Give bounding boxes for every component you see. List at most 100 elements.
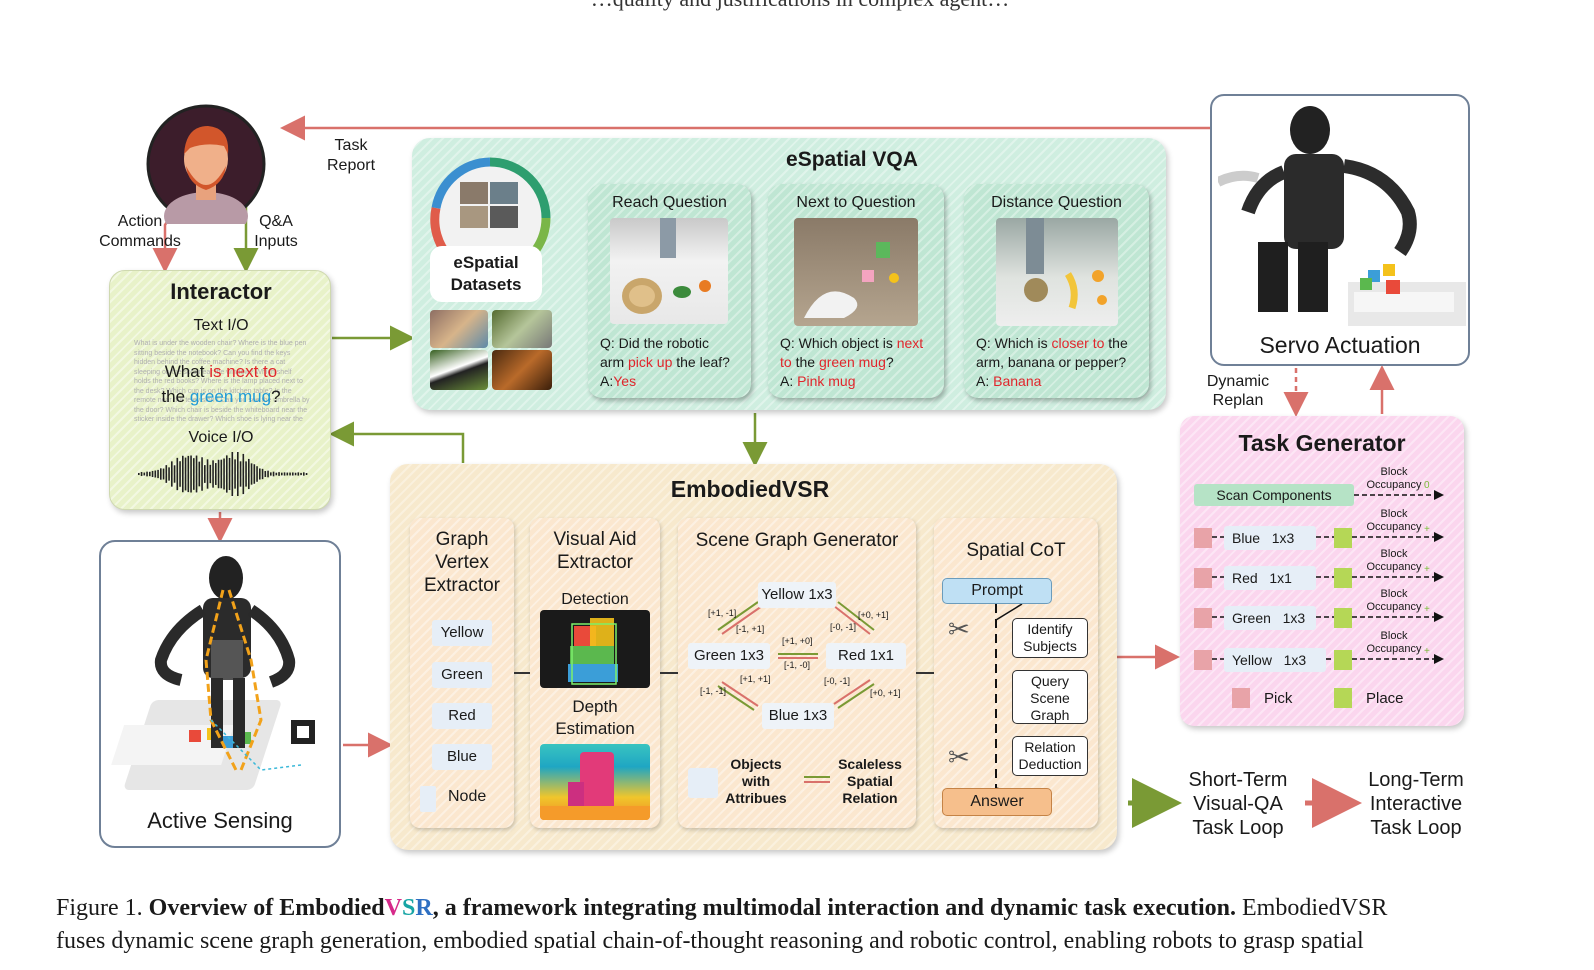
occupancy-mark-1: + <box>1424 524 1430 535</box>
node-legend-label: Node <box>448 788 487 805</box>
next-q2c: green mug <box>818 354 886 370</box>
next-q2a: to <box>780 354 792 370</box>
pick-swatch-0 <box>1194 528 1212 548</box>
long-term-loop-label: Long-Term Interactive Task Loop <box>1368 769 1464 839</box>
espatial-datasets-label: eSpatial Datasets <box>430 246 542 302</box>
prompt-box: Prompt <box>942 578 1052 604</box>
action-commands-label: Action Commands <box>99 213 181 250</box>
sg-edge-label-2: [-1, +1] <box>736 624 765 634</box>
next-q2d: ? <box>885 354 894 370</box>
occupancy-label-2: Block Occupancy <box>1366 548 1422 573</box>
text-io-label: Text I/O <box>193 317 249 334</box>
relation-legend-icon <box>804 776 830 783</box>
q-the: the <box>161 387 186 406</box>
q-mark: ? <box>271 387 281 406</box>
reach-q1: Q: Did the robotic <box>600 335 709 351</box>
task-generator-panel: Task Generator Scan Components Block Occ… <box>1180 416 1464 726</box>
reach-a-label: A: <box>600 373 614 389</box>
distance-q1b: closer to <box>1051 335 1105 351</box>
q-what: What <box>164 362 205 381</box>
distance-q2: arm, banana or pepper? <box>976 354 1127 370</box>
connector-1 <box>514 672 530 674</box>
task-row-0: Blue 1x3 <box>1224 526 1316 550</box>
servo-robot-image <box>1218 106 1466 326</box>
detection-label: Detection <box>561 591 629 608</box>
sg-edge-label-10: [+0, +1] <box>870 688 901 698</box>
caption-bold1: Overview of Embodied <box>148 895 385 921</box>
occupancy-mark-3: + <box>1424 604 1430 615</box>
task-generator-title: Task Generator <box>1238 430 1406 456</box>
scene-graph-title: Scene Graph Generator <box>695 530 899 551</box>
active-sensing-panel: Active Sensing <box>99 540 341 848</box>
reach-a-value: Yes <box>613 373 637 389</box>
sg-edge-label-8: [+1, +1] <box>740 674 771 684</box>
vertex-red: Red <box>432 703 492 729</box>
task-generator-lines <box>1212 490 1444 664</box>
place-legend-label: Place <box>1366 690 1404 707</box>
servo-actuation-label: Servo Actuation <box>1259 332 1421 358</box>
sg-edge-label-5: [+1, +0] <box>782 636 813 646</box>
depth-image <box>540 744 650 820</box>
scissors-icon: ✂ <box>948 614 970 644</box>
graph-vertex-extractor: Graph Vertex Extractor Yellow Green Red … <box>410 518 514 828</box>
scene-graph-generator: Scene Graph Generator Yellow 1x3 Green 1… <box>678 518 916 828</box>
embodiedvsr-title: EmbodiedVSR <box>670 476 830 502</box>
task-row-2: Green 1x3 <box>1224 606 1316 630</box>
visual-aid-title: Visual Aid Extractor <box>553 529 637 573</box>
figure-caption: Figure 1. Overview of EmbodiedVSR, a fra… <box>56 892 1536 958</box>
espatial-title: eSpatial VQA <box>786 148 918 171</box>
occupancy-label-0: Block Occupancy <box>1366 466 1422 491</box>
place-swatch-0 <box>1334 528 1352 548</box>
sg-node-yellow: Yellow 1x3 <box>758 582 836 608</box>
caption-r: R <box>415 895 433 921</box>
next-a-label: A: <box>780 373 798 389</box>
reach-q2c: the leaf? <box>672 354 730 370</box>
pick-swatch-3 <box>1194 650 1212 670</box>
scene-graph-edges <box>717 601 875 711</box>
caption-fig: Figure 1. <box>56 895 149 921</box>
embodiedvsr-panel: EmbodiedVSR Graph Vertex Extractor Yello… <box>390 464 1117 850</box>
objects-legend-label: Objects with Attribues <box>725 756 787 806</box>
sg-edge-label-7: [-1, -1] <box>700 686 727 696</box>
occupancy-label-3: Block Occupancy <box>1366 588 1422 613</box>
voice-io-label: Voice I/O <box>188 429 254 446</box>
connector-3 <box>916 672 934 674</box>
detection-image <box>540 610 650 688</box>
relation-legend-label: Scaleless Spatial Relation <box>838 756 902 806</box>
answer-box: Answer <box>942 788 1052 816</box>
reach-question-card: Reach Question Q: Did the robotic arm pi… <box>588 184 751 398</box>
q-green-mug: green mug <box>189 387 272 406</box>
sg-node-red: Red 1x1 <box>826 643 906 669</box>
reach-title: Reach Question <box>612 194 727 211</box>
servo-actuation-panel: Servo Actuation <box>1210 94 1470 366</box>
place-legend-swatch <box>1334 688 1352 708</box>
objects-legend-swatch <box>688 768 718 798</box>
distance-a-label: A: <box>976 373 994 389</box>
sg-node-green: Green 1x3 <box>688 643 770 669</box>
reach-image <box>610 218 728 324</box>
distance-image <box>996 218 1118 326</box>
distance-q1c: the <box>1104 335 1128 351</box>
place-swatch-2 <box>1334 608 1352 628</box>
text-io-question: What is next to the green mug? <box>110 359 332 409</box>
next-q1a: Q: Which object is <box>780 335 897 351</box>
sg-edge-label-1: [+1, -1] <box>708 608 737 618</box>
occupancy-label-1: Block Occupancy <box>1366 508 1422 533</box>
arrow-embodied-interactor <box>329 421 465 463</box>
next-q2b: the <box>791 354 819 370</box>
scissors-icon: ✂ <box>948 742 970 772</box>
place-swatch-3 <box>1334 650 1352 670</box>
cot-step-relation: Relation Deduction <box>1012 736 1088 776</box>
connector-2 <box>660 672 678 674</box>
vertex-blue: Blue <box>432 744 492 770</box>
dataset-thumb-1 <box>430 310 488 348</box>
place-swatch-1 <box>1334 568 1352 588</box>
next-title: Next to Question <box>796 194 916 211</box>
next-a-value: Pink mug <box>797 373 856 389</box>
cot-step-query: Query Scene Graph <box>1012 670 1088 724</box>
active-sensing-label: Active Sensing <box>147 808 293 833</box>
scan-components-button: Scan Components <box>1194 484 1354 506</box>
pick-legend-label: Pick <box>1264 690 1293 707</box>
occupancy-label-4: Block Occupancy <box>1366 630 1422 655</box>
